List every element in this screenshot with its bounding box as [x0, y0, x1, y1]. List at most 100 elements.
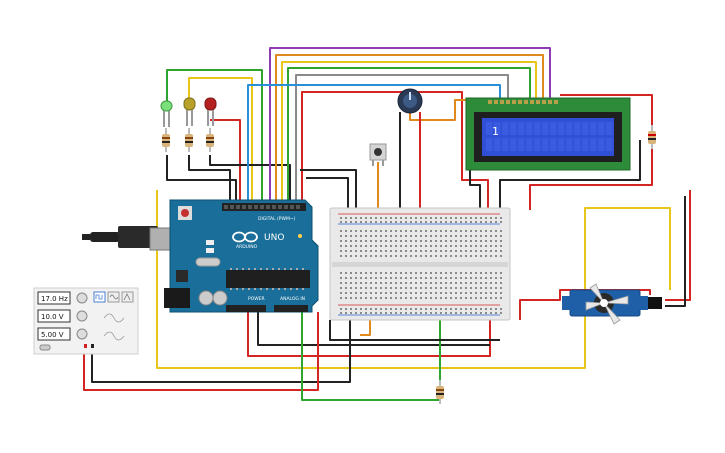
breadboard-hole [405, 292, 407, 294]
breadboard-hole [435, 240, 437, 242]
pushbutton[interactable] [369, 143, 387, 166]
breadboard-hole [440, 287, 442, 289]
breadboard-hole [485, 277, 487, 279]
breadboard-hole [495, 272, 497, 274]
breadboard-hole [350, 217, 352, 219]
breadboard-hole [460, 297, 462, 299]
breadboard-hole [440, 250, 442, 252]
breadboard-hole [490, 245, 492, 247]
breadboard-hole [400, 255, 402, 257]
breadboard-hole [355, 297, 357, 299]
breadboard-hole [470, 221, 472, 223]
breadboard-hole [350, 297, 352, 299]
potentiometer[interactable] [397, 88, 423, 114]
fg-frequency-value: 17.0 Hz [41, 295, 68, 303]
wire-black-button [300, 169, 357, 210]
breadboard-hole [390, 282, 392, 284]
breadboard-hole [440, 255, 442, 257]
breadboard-hole [445, 308, 447, 310]
breadboard-hole [365, 308, 367, 310]
lcd-char-cell [494, 138, 501, 151]
wire-red-power [247, 312, 491, 357]
breadboard-hole [350, 308, 352, 310]
breadboard-hole [485, 250, 487, 252]
breadboard-hole [450, 308, 452, 310]
fg-square-wave-button [93, 291, 106, 303]
breadboard-hole [345, 312, 347, 314]
breadboard-hole [495, 287, 497, 289]
breadboard-hole [460, 277, 462, 279]
breadboard-hole [410, 308, 412, 310]
breadboard-hole [430, 292, 432, 294]
function-generator[interactable]: 17.0 Hz 10.0 V 5.00 V [33, 287, 139, 355]
lcd-char-cell [574, 122, 581, 135]
breadboard-hole [410, 255, 412, 257]
breadboard-hole [465, 272, 467, 274]
breadboard-hole [480, 235, 482, 237]
breadboard-hole [390, 277, 392, 279]
breadboard-hole [365, 287, 367, 289]
led-red[interactable] [204, 97, 217, 126]
breadboard-hole [365, 217, 367, 219]
breadboard-hole [415, 292, 417, 294]
wire-orange-lcd [275, 54, 544, 210]
breadboard-hole [445, 221, 447, 223]
breadboard-hole [465, 312, 467, 314]
breadboard-hole [405, 282, 407, 284]
fg-amplitude-knob [76, 310, 88, 322]
breadboard-hole [360, 308, 362, 310]
breadboard-hole [345, 230, 347, 232]
breadboard-hole [350, 282, 352, 284]
breadboard-hole [445, 230, 447, 232]
breadboard-hole [405, 245, 407, 247]
breadboard-hole [345, 221, 347, 223]
resistor-led-2[interactable] [185, 128, 193, 152]
breadboard-hole [470, 308, 472, 310]
breadboard-hole [455, 272, 457, 274]
breadboard-holes [340, 217, 502, 314]
led-green[interactable] [160, 100, 173, 127]
resistor-lcd[interactable] [648, 125, 656, 149]
breadboard[interactable] [329, 207, 511, 321]
breadboard-hole [490, 240, 492, 242]
breadboard-hole [375, 282, 377, 284]
breadboard-hole [485, 292, 487, 294]
wire-gray-lcd [295, 74, 509, 210]
breadboard-hole [435, 308, 437, 310]
breadboard-hole [445, 250, 447, 252]
resistor-led-1[interactable] [162, 128, 170, 152]
breadboard-hole [360, 250, 362, 252]
breadboard-hole [415, 282, 417, 284]
arduino-uno[interactable]: DIGITAL (PWM~) ARDUINO UNO [82, 199, 319, 313]
breadboard-hole [425, 297, 427, 299]
servo-motor[interactable] [562, 283, 662, 325]
lcd-char-cell [566, 138, 573, 151]
breadboard-hole [445, 235, 447, 237]
breadboard-hole [435, 287, 437, 289]
analog-header [274, 305, 308, 312]
wire-black-servo [665, 196, 686, 307]
breadboard-hole [415, 235, 417, 237]
breadboard-hole [450, 292, 452, 294]
breadboard-hole [405, 250, 407, 252]
breadboard-hole [385, 240, 387, 242]
breadboard-hole [365, 292, 367, 294]
breadboard-hole [435, 245, 437, 247]
breadboard-hole [460, 230, 462, 232]
breadboard-hole [405, 240, 407, 242]
breadboard-hole [480, 287, 482, 289]
breadboard-hole [340, 287, 342, 289]
breadboard-hole [350, 235, 352, 237]
resistor-led-3[interactable] [206, 128, 214, 152]
lcd-char-cell [606, 138, 613, 151]
breadboard-hole [360, 240, 362, 242]
breadboard-hole [430, 221, 432, 223]
breadboard-hole [350, 292, 352, 294]
breadboard-hole [500, 282, 502, 284]
lcd-module: 1 [465, 97, 631, 171]
led-yellow[interactable] [183, 97, 196, 126]
resistor-bottom[interactable] [436, 380, 444, 404]
wire-red-led [210, 119, 241, 210]
breadboard-hole [410, 282, 412, 284]
breadboard-hole [450, 230, 452, 232]
